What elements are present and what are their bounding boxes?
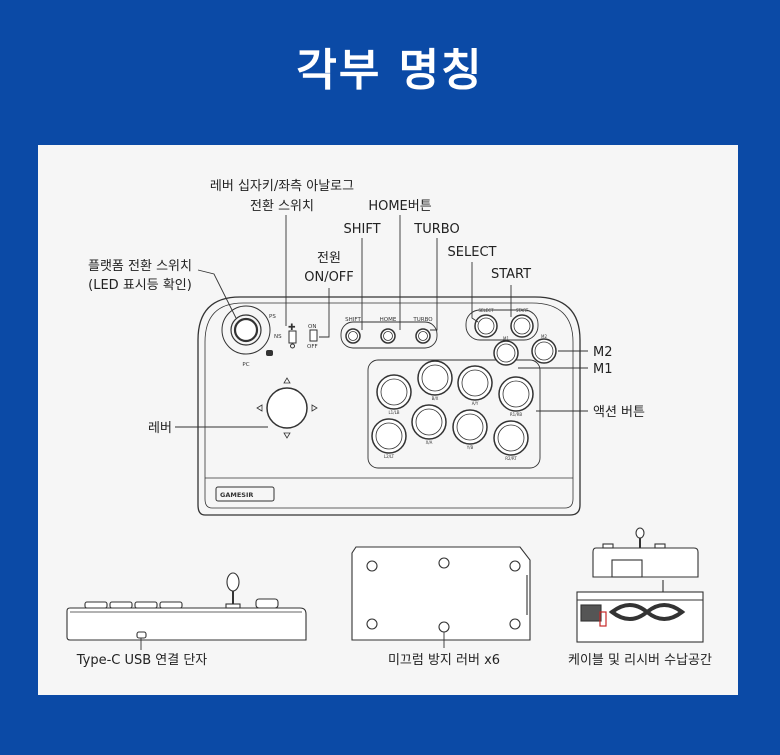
android-icon [266,350,273,356]
start-button[interactable] [510,314,534,338]
brand-logo: GAMESIR [215,486,275,502]
action-label-7: Y/B [466,445,474,450]
pc-mark: PC [242,362,249,368]
label-storage: 케이블 및 리시버 수납공간 [568,653,712,668]
action-label-1: L1/LB [388,410,399,415]
platform-switch-icon[interactable] [221,305,271,355]
page-title: 각부 명칭 [296,45,484,96]
m1-button[interactable] [493,340,519,366]
label-platform-line2: (LED 표시등 확인) [88,278,192,293]
label-typec: Type-C USB 연결 단자 [76,653,208,668]
controller-top-view [197,296,581,516]
action-label-8: R2/RT [505,456,517,461]
on-mark: ON [308,324,316,330]
ns-mark: NS [274,334,282,340]
action-button-2[interactable] [417,360,453,396]
ps-mark: PS [269,314,276,320]
svg-text:✚: ✚ [288,323,296,333]
label-start: START [491,267,531,282]
label-m1: M1 [593,362,613,377]
label-action: 액션 버튼 [593,405,645,420]
lever-mode-switch[interactable]: ✚ [288,323,297,349]
label-rubber: 미끄럼 방지 러버 x6 [388,653,500,668]
label-lever-switch-line2: 전환 스위치 [250,199,314,214]
action-button-6[interactable] [411,404,447,440]
start-mark: START [516,308,529,313]
action-label-2: B/X [432,396,439,401]
action-label-6: X/A [426,440,433,445]
action-button-1[interactable] [376,374,412,410]
select-button[interactable] [474,314,498,338]
m1-mark: M1 [503,336,509,341]
shift-mark: SHIFT [345,317,361,323]
action-label-4: R1/RB [510,412,522,417]
controller-side-view [66,572,307,641]
action-button-4[interactable] [498,376,534,412]
home-mark: HOME [380,317,397,323]
brand-text: GAMESIR [220,491,253,499]
label-power-line1: 전원 [317,251,341,266]
label-select: SELECT [448,245,497,260]
action-label-3: A/Y [472,401,479,406]
action-button-5[interactable] [371,418,407,454]
shift-button[interactable] [345,328,361,344]
action-button-3[interactable] [457,365,493,401]
label-m2: M2 [593,345,613,360]
turbo-button[interactable] [415,328,431,344]
controller-bottom-view [351,546,531,641]
storage-view [576,527,704,643]
action-button-7[interactable] [452,409,488,445]
turbo-mark: TURBO [412,317,433,323]
action-button-8[interactable] [493,420,529,456]
home-button[interactable] [380,328,396,344]
select-mark: SELECT [478,308,494,313]
label-turbo: TURBO [413,222,459,237]
label-platform-line1: 플랫폼 전환 스위치 [88,259,192,274]
label-power-line2: ON/OFF [304,270,354,285]
m2-mark: M2 [541,334,547,339]
leader-lines [175,215,588,428]
label-lever-switch-line1: 레버 십자키/좌측 아날로그 [210,179,354,194]
lever-stick[interactable] [256,377,318,439]
m2-button[interactable] [531,338,557,364]
label-lever: 레버 [148,421,172,436]
power-switch[interactable] [309,329,318,342]
action-label-5: L2/LT [384,454,395,459]
off-mark: OFF [307,344,318,350]
label-home: HOME버튼 [368,199,431,214]
label-shift: SHIFT [343,222,380,237]
